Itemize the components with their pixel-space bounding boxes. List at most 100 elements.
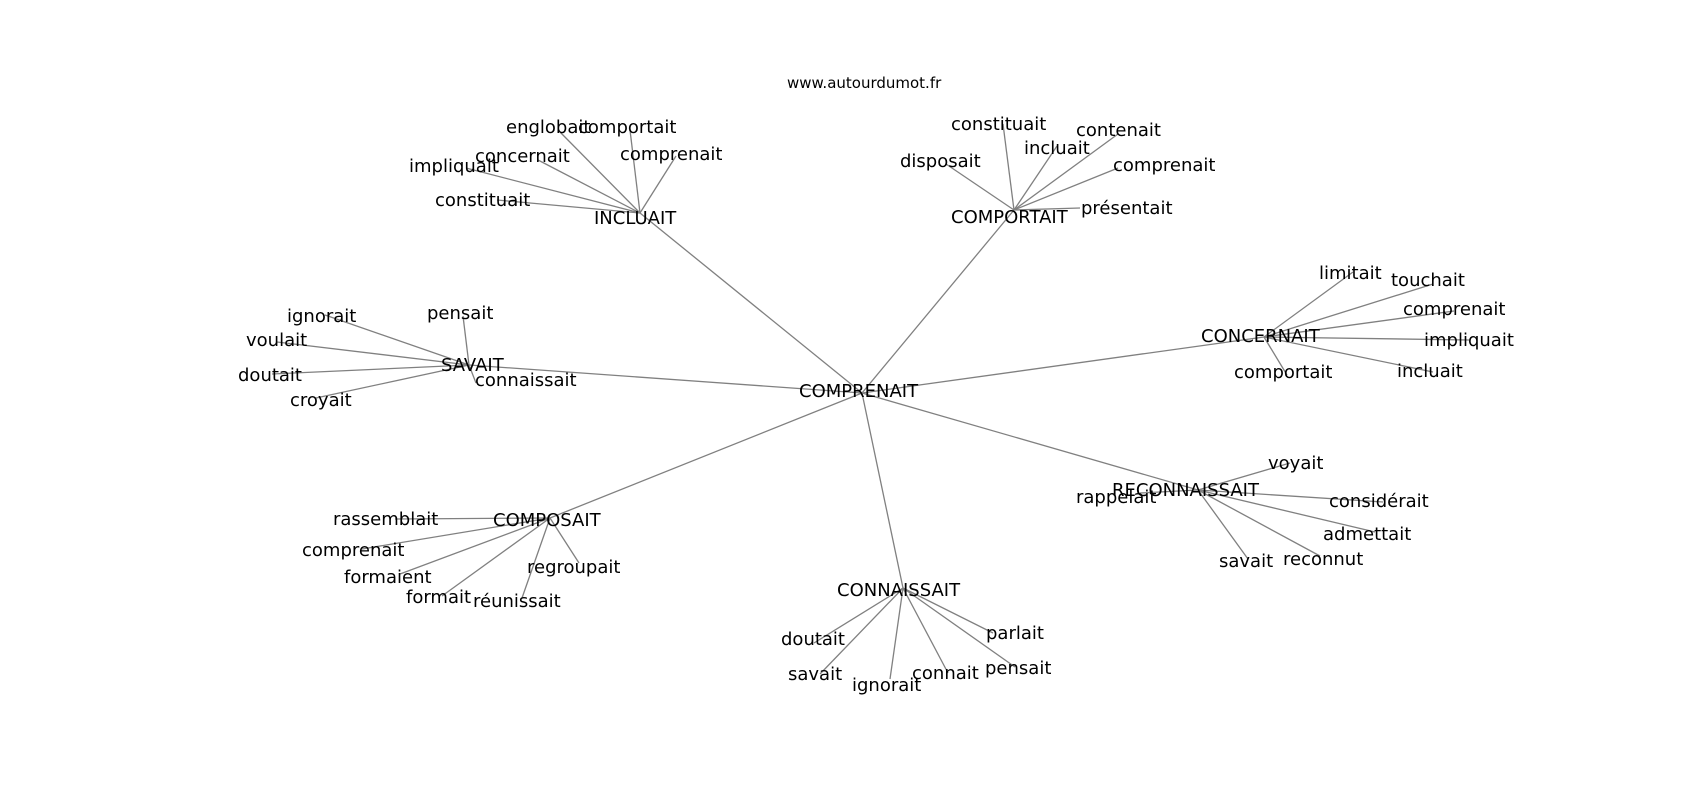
leaf-node-label: regroupait <box>527 557 620 578</box>
edge-savait-to-leaf <box>276 341 470 366</box>
edge-center-to-incluait <box>639 212 863 394</box>
leaf-node-label: impliquait <box>1424 330 1514 351</box>
edge-composait-to-leaf <box>549 517 580 564</box>
leaf-node-label: voulait <box>246 330 307 351</box>
leaf-node-label: formaient <box>344 567 432 588</box>
edge-comportait-to-leaf <box>945 163 1015 211</box>
edge-composait-to-leaf <box>399 517 551 575</box>
edge-incluait-to-leaf <box>629 129 641 214</box>
leaf-node-label: reconnut <box>1283 549 1363 570</box>
hub-node-label: CONCERNAIT <box>1201 326 1321 347</box>
edge-connaissait-to-leaf <box>902 587 949 674</box>
hub-node-label: SAVAIT <box>441 355 505 376</box>
edge-reconnaissait-to-leaf <box>1197 489 1321 557</box>
edge-composait-to-leaf <box>394 517 551 520</box>
edge-reconnaissait-to-leaf <box>1197 489 1384 503</box>
edge-incluait-to-leaf <box>639 155 677 214</box>
leaf-node-label: présentait <box>1081 198 1173 219</box>
leaf-node-label: comprenait <box>620 144 722 165</box>
edge-reconnaissait-to-leaf <box>1197 462 1291 491</box>
hub-node-label: RECONNAISSAIT <box>1112 480 1260 501</box>
hub-node-label: INCLUAIT <box>594 208 677 229</box>
edge-incluait-to-leaf <box>465 167 641 214</box>
leaf-node-label: ignorait <box>852 675 921 696</box>
edge-comportait-to-leaf <box>1013 145 1058 211</box>
hub-node-label: COMPORTAIT <box>951 207 1069 228</box>
graph-edges <box>271 123 1470 680</box>
edge-center-to-concernait <box>861 336 1265 394</box>
leaf-node-label: doutait <box>238 365 302 386</box>
leaf-node-label: comprenait <box>302 540 404 561</box>
edge-incluait-to-leaf <box>496 199 641 214</box>
leaf-node-label: admettait <box>1323 524 1411 545</box>
edge-reconnaissait-to-leaf <box>1197 489 1376 533</box>
leaf-node-label: comprenait <box>1403 299 1505 320</box>
leaf-node-label: constituait <box>951 114 1046 135</box>
edge-connaissait-to-leaf <box>889 587 904 680</box>
leaf-node-label: incluait <box>1024 138 1090 159</box>
edge-incluait-to-leaf <box>537 159 641 214</box>
leaf-node-label: pensait <box>427 303 493 324</box>
edge-comportait-to-leaf <box>1002 123 1015 211</box>
edge-composait-to-leaf <box>521 517 551 599</box>
leaf-node-label: parlait <box>986 623 1044 644</box>
edge-connaissait-to-leaf <box>813 587 904 644</box>
leaf-node-label: concernait <box>475 146 570 167</box>
leaf-node-label: incluait <box>1397 361 1463 382</box>
leaf-node-label: touchait <box>1391 270 1465 291</box>
hub-node-label: COMPOSAIT <box>493 510 602 531</box>
edge-center-to-connaissait <box>861 392 904 589</box>
edge-comportait-to-leaf <box>1013 133 1119 211</box>
edge-savait-to-leaf <box>462 315 470 366</box>
source-url-label[interactable]: www.autourdumot.fr <box>787 74 942 92</box>
edge-reconnaissait-to-leaf <box>1197 489 1249 560</box>
edge-concernait-to-leaf <box>1263 271 1354 338</box>
leaf-node-label: constituait <box>435 190 530 211</box>
edge-concernait-to-leaf <box>1263 336 1434 373</box>
edge-concernait-to-leaf <box>1263 310 1455 338</box>
leaf-node-label: comprenait <box>1113 155 1215 176</box>
leaf-node-label: doutait <box>781 629 845 650</box>
edge-center-to-composait <box>549 392 863 519</box>
leaf-node-label: comportait <box>578 117 676 138</box>
leaf-node-label: formait <box>406 587 471 608</box>
edge-concernait-to-leaf <box>1263 283 1434 338</box>
leaf-node-label: savait <box>1219 551 1273 572</box>
leaf-node-label: ignorait <box>287 306 356 327</box>
edge-savait-to-leaf <box>324 314 470 366</box>
edge-connaissait-to-leaf <box>819 587 904 675</box>
edge-center-to-savait <box>468 364 863 394</box>
leaf-node-label: contenait <box>1076 120 1161 141</box>
edge-connaissait-to-leaf <box>902 587 1016 668</box>
leaf-node-label: croyait <box>290 390 352 411</box>
leaf-node-label: disposait <box>900 151 981 172</box>
leaf-node-label: voyait <box>1268 453 1323 474</box>
leaf-node-label: comportait <box>1234 362 1332 383</box>
edge-center-to-reconnaissait <box>861 392 1199 491</box>
edge-savait-to-leaf <box>315 364 470 399</box>
leaf-node-label: considérait <box>1329 491 1429 512</box>
edge-comportait-to-leaf <box>1013 167 1119 211</box>
leaf-node-label: limitait <box>1319 263 1382 284</box>
graph-labels: COMPRENAITINCLUAITenglobaitcomportaitcom… <box>238 114 1514 696</box>
hub-node-label: CONNAISSAIT <box>837 580 961 601</box>
edge-center-to-comportait <box>861 209 1015 394</box>
center-node-label: COMPRENAIT <box>799 381 919 402</box>
edge-concernait-to-leaf <box>1263 336 1288 376</box>
edge-composait-to-leaf <box>361 517 551 550</box>
edge-connaissait-to-leaf <box>902 587 994 634</box>
edge-reconnaissait-to-leaf <box>1139 489 1199 494</box>
leaf-node-label: englobait <box>506 117 590 138</box>
leaf-node-label: impliquait <box>409 156 499 177</box>
edge-composait-to-leaf <box>441 517 551 597</box>
leaf-node-label: connait <box>912 663 979 684</box>
leaf-node-label: rappelait <box>1076 487 1156 508</box>
edge-savait-to-leaf <box>271 364 470 375</box>
leaf-node-label: réunissait <box>473 591 561 612</box>
edge-incluait-to-leaf <box>557 129 641 214</box>
leaf-node-label: connaissait <box>475 370 577 391</box>
edge-concernait-to-leaf <box>1263 336 1470 341</box>
leaf-node-label: rassemblait <box>333 509 438 530</box>
leaf-node-label: savait <box>788 664 842 685</box>
